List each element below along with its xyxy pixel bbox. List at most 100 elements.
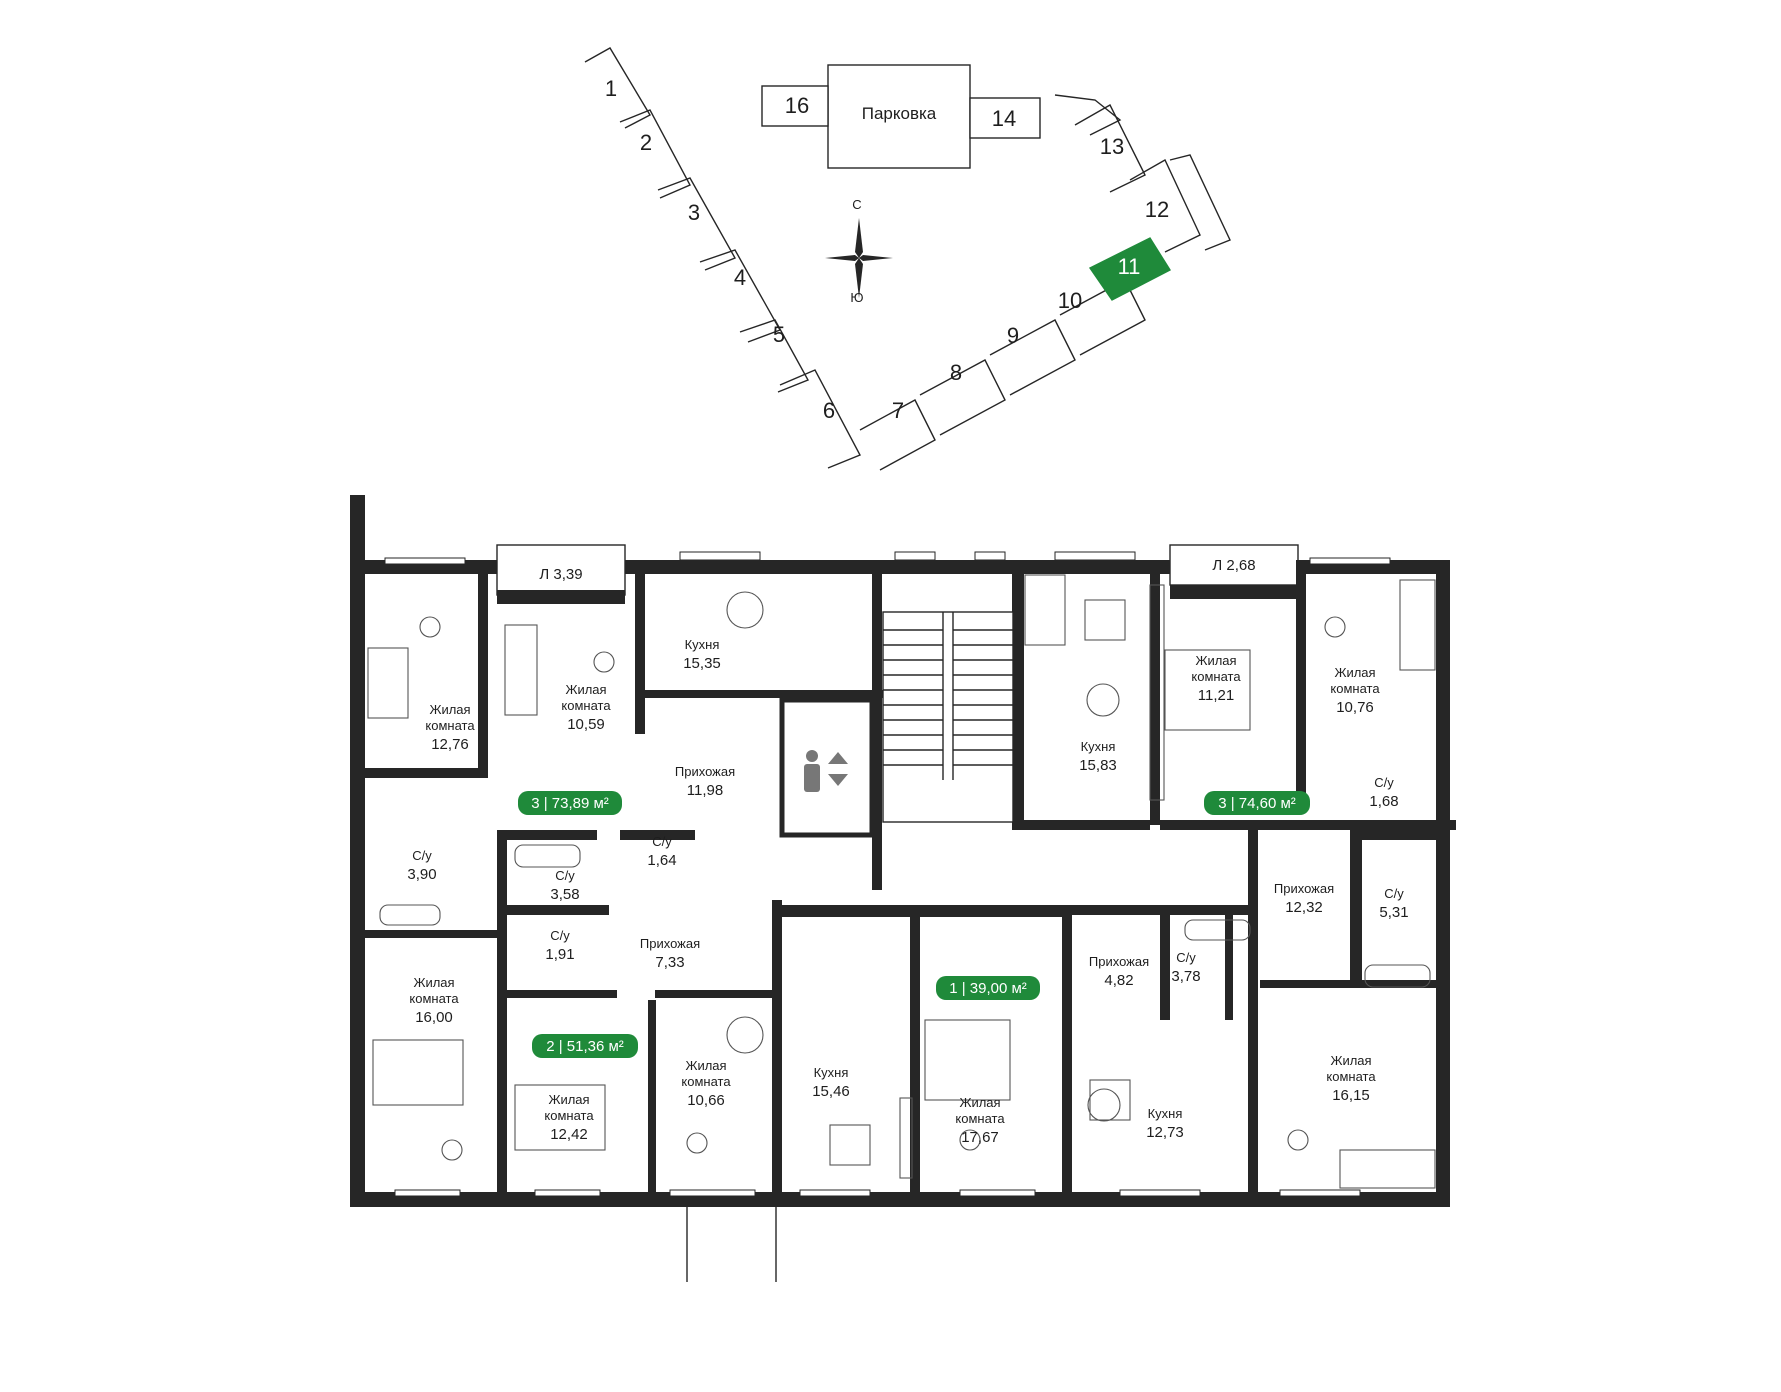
svg-text:11,98: 11,98 <box>687 782 723 799</box>
parking-block <box>827 64 971 169</box>
room-r3: Кухня 15,35 <box>683 637 721 672</box>
svg-text:10,66: 10,66 <box>687 1092 725 1109</box>
room-r4: Прихожая 11,98 <box>675 764 735 799</box>
section-3-label: 3 <box>688 200 700 225</box>
svg-text:С/у: С/у <box>1374 775 1394 790</box>
section-11-label: 11 <box>1118 254 1141 279</box>
room-r15: Кухня 15,83 <box>1079 739 1117 774</box>
svg-text:Прихожая: Прихожая <box>1274 881 1334 896</box>
svg-text:12,42: 12,42 <box>550 1126 588 1143</box>
section-14-block[interactable] <box>969 97 1041 139</box>
section-12-label: 12 <box>1145 197 1169 222</box>
section-2-label: 2 <box>640 130 652 155</box>
room-r5: С/у 3,90 <box>407 848 436 883</box>
svg-text:Жилая: Жилая <box>429 702 470 717</box>
svg-text:С/у: С/у <box>1176 950 1196 965</box>
svg-text:комната: комната <box>1330 681 1380 696</box>
svg-text:Кухня: Кухня <box>1081 739 1116 754</box>
room-r7: С/у 1,64 <box>647 834 676 869</box>
svg-text:15,83: 15,83 <box>1079 757 1117 774</box>
svg-text:5,31: 5,31 <box>1379 904 1408 921</box>
svg-text:1 | 39,00 м²: 1 | 39,00 м² <box>949 980 1027 997</box>
svg-text:15,35: 15,35 <box>683 655 721 672</box>
section-5-label: 5 <box>773 322 785 347</box>
svg-text:Прихожая: Прихожая <box>1089 954 1149 969</box>
room-r22: С/у 3,78 <box>1171 950 1200 985</box>
svg-text:комната: комната <box>1326 1069 1376 1084</box>
svg-text:комната: комната <box>1191 669 1241 684</box>
section-11-block-active[interactable] <box>1088 237 1171 301</box>
balcony-label-2: Л 2,68 <box>1212 557 1255 574</box>
svg-text:комната: комната <box>409 991 459 1006</box>
floor-plan: 3 | 73,89 м² 3 | 74,60 м² 2 | 51,36 м² 1… <box>350 495 1456 1282</box>
svg-text:Жилая: Жилая <box>1330 1053 1371 1068</box>
room-r8: С/у 1,91 <box>545 928 574 963</box>
svg-text:комната: комната <box>955 1111 1005 1126</box>
svg-text:16,15: 16,15 <box>1332 1087 1370 1104</box>
apartment-badge-1[interactable]: 1 | 39,00 м² <box>936 976 1040 1000</box>
svg-text:Жилая: Жилая <box>685 1058 726 1073</box>
svg-text:комната: комната <box>561 698 611 713</box>
svg-text:С/у: С/у <box>555 868 575 883</box>
apartment-badge-3-right[interactable]: 3 | 74,60 м² <box>1204 791 1310 815</box>
svg-text:Жилая: Жилая <box>413 975 454 990</box>
svg-text:комната: комната <box>425 718 475 733</box>
svg-text:17,67: 17,67 <box>961 1129 999 1146</box>
balcony-label-1: Л 3,39 <box>539 566 582 583</box>
section-9-label: 9 <box>1007 323 1019 348</box>
svg-text:С/у: С/у <box>550 928 570 943</box>
svg-text:1,91: 1,91 <box>545 946 574 963</box>
svg-text:Прихожая: Прихожая <box>640 936 700 951</box>
svg-text:3,78: 3,78 <box>1171 968 1200 985</box>
svg-text:2 | 51,36 м²: 2 | 51,36 м² <box>546 1038 624 1055</box>
svg-text:Жилая: Жилая <box>1334 665 1375 680</box>
svg-text:Кухня: Кухня <box>685 637 720 652</box>
section-16-label: 16 <box>785 93 809 118</box>
room-r18: С/у 1,68 <box>1369 775 1398 810</box>
apartment-badge-3-left[interactable]: 3 | 73,89 м² <box>518 791 622 815</box>
svg-text:Прихожая: Прихожая <box>675 764 735 779</box>
svg-text:10,76: 10,76 <box>1336 699 1374 716</box>
parking-label: Парковка <box>862 104 937 123</box>
section-7-label: 7 <box>892 398 904 423</box>
svg-text:3,90: 3,90 <box>407 866 436 883</box>
section-16-block[interactable] <box>761 85 829 127</box>
svg-text:С/у: С/у <box>412 848 432 863</box>
room-r6: С/у3,58 <box>550 868 579 903</box>
svg-text:Жилая: Жилая <box>548 1092 589 1107</box>
svg-text:комната: комната <box>681 1074 731 1089</box>
compass-south-label: Ю <box>850 290 863 305</box>
room-r20: С/у5,31 <box>1379 886 1408 921</box>
svg-text:1,68: 1,68 <box>1369 793 1398 810</box>
svg-text:11,21: 11,21 <box>1198 687 1234 704</box>
site-plan: Парковка 16 14 1 2 3 4 5 6 7 8 9 1 <box>584 47 1231 471</box>
room-r9: Прихожая 7,33 <box>640 936 700 971</box>
section-10-label: 10 <box>1058 288 1082 313</box>
section-8-label: 8 <box>950 360 962 385</box>
section-14-label: 14 <box>992 106 1016 131</box>
room-r23: Кухня 12,73 <box>1146 1106 1184 1141</box>
svg-text:Кухня: Кухня <box>1148 1106 1183 1121</box>
svg-text:10,59: 10,59 <box>567 716 605 733</box>
section-6-label: 6 <box>823 398 835 423</box>
svg-text:7,33: 7,33 <box>655 954 684 971</box>
svg-text:С/у: С/у <box>652 834 672 849</box>
svg-text:4,82: 4,82 <box>1104 972 1133 989</box>
apartment-badge-2[interactable]: 2 | 51,36 м² <box>532 1034 638 1058</box>
section-4-label: 4 <box>734 265 746 290</box>
svg-text:Жилая: Жилая <box>565 682 606 697</box>
svg-text:12,73: 12,73 <box>1146 1124 1184 1141</box>
svg-text:1,64: 1,64 <box>647 852 676 869</box>
compass-icon <box>825 218 893 298</box>
